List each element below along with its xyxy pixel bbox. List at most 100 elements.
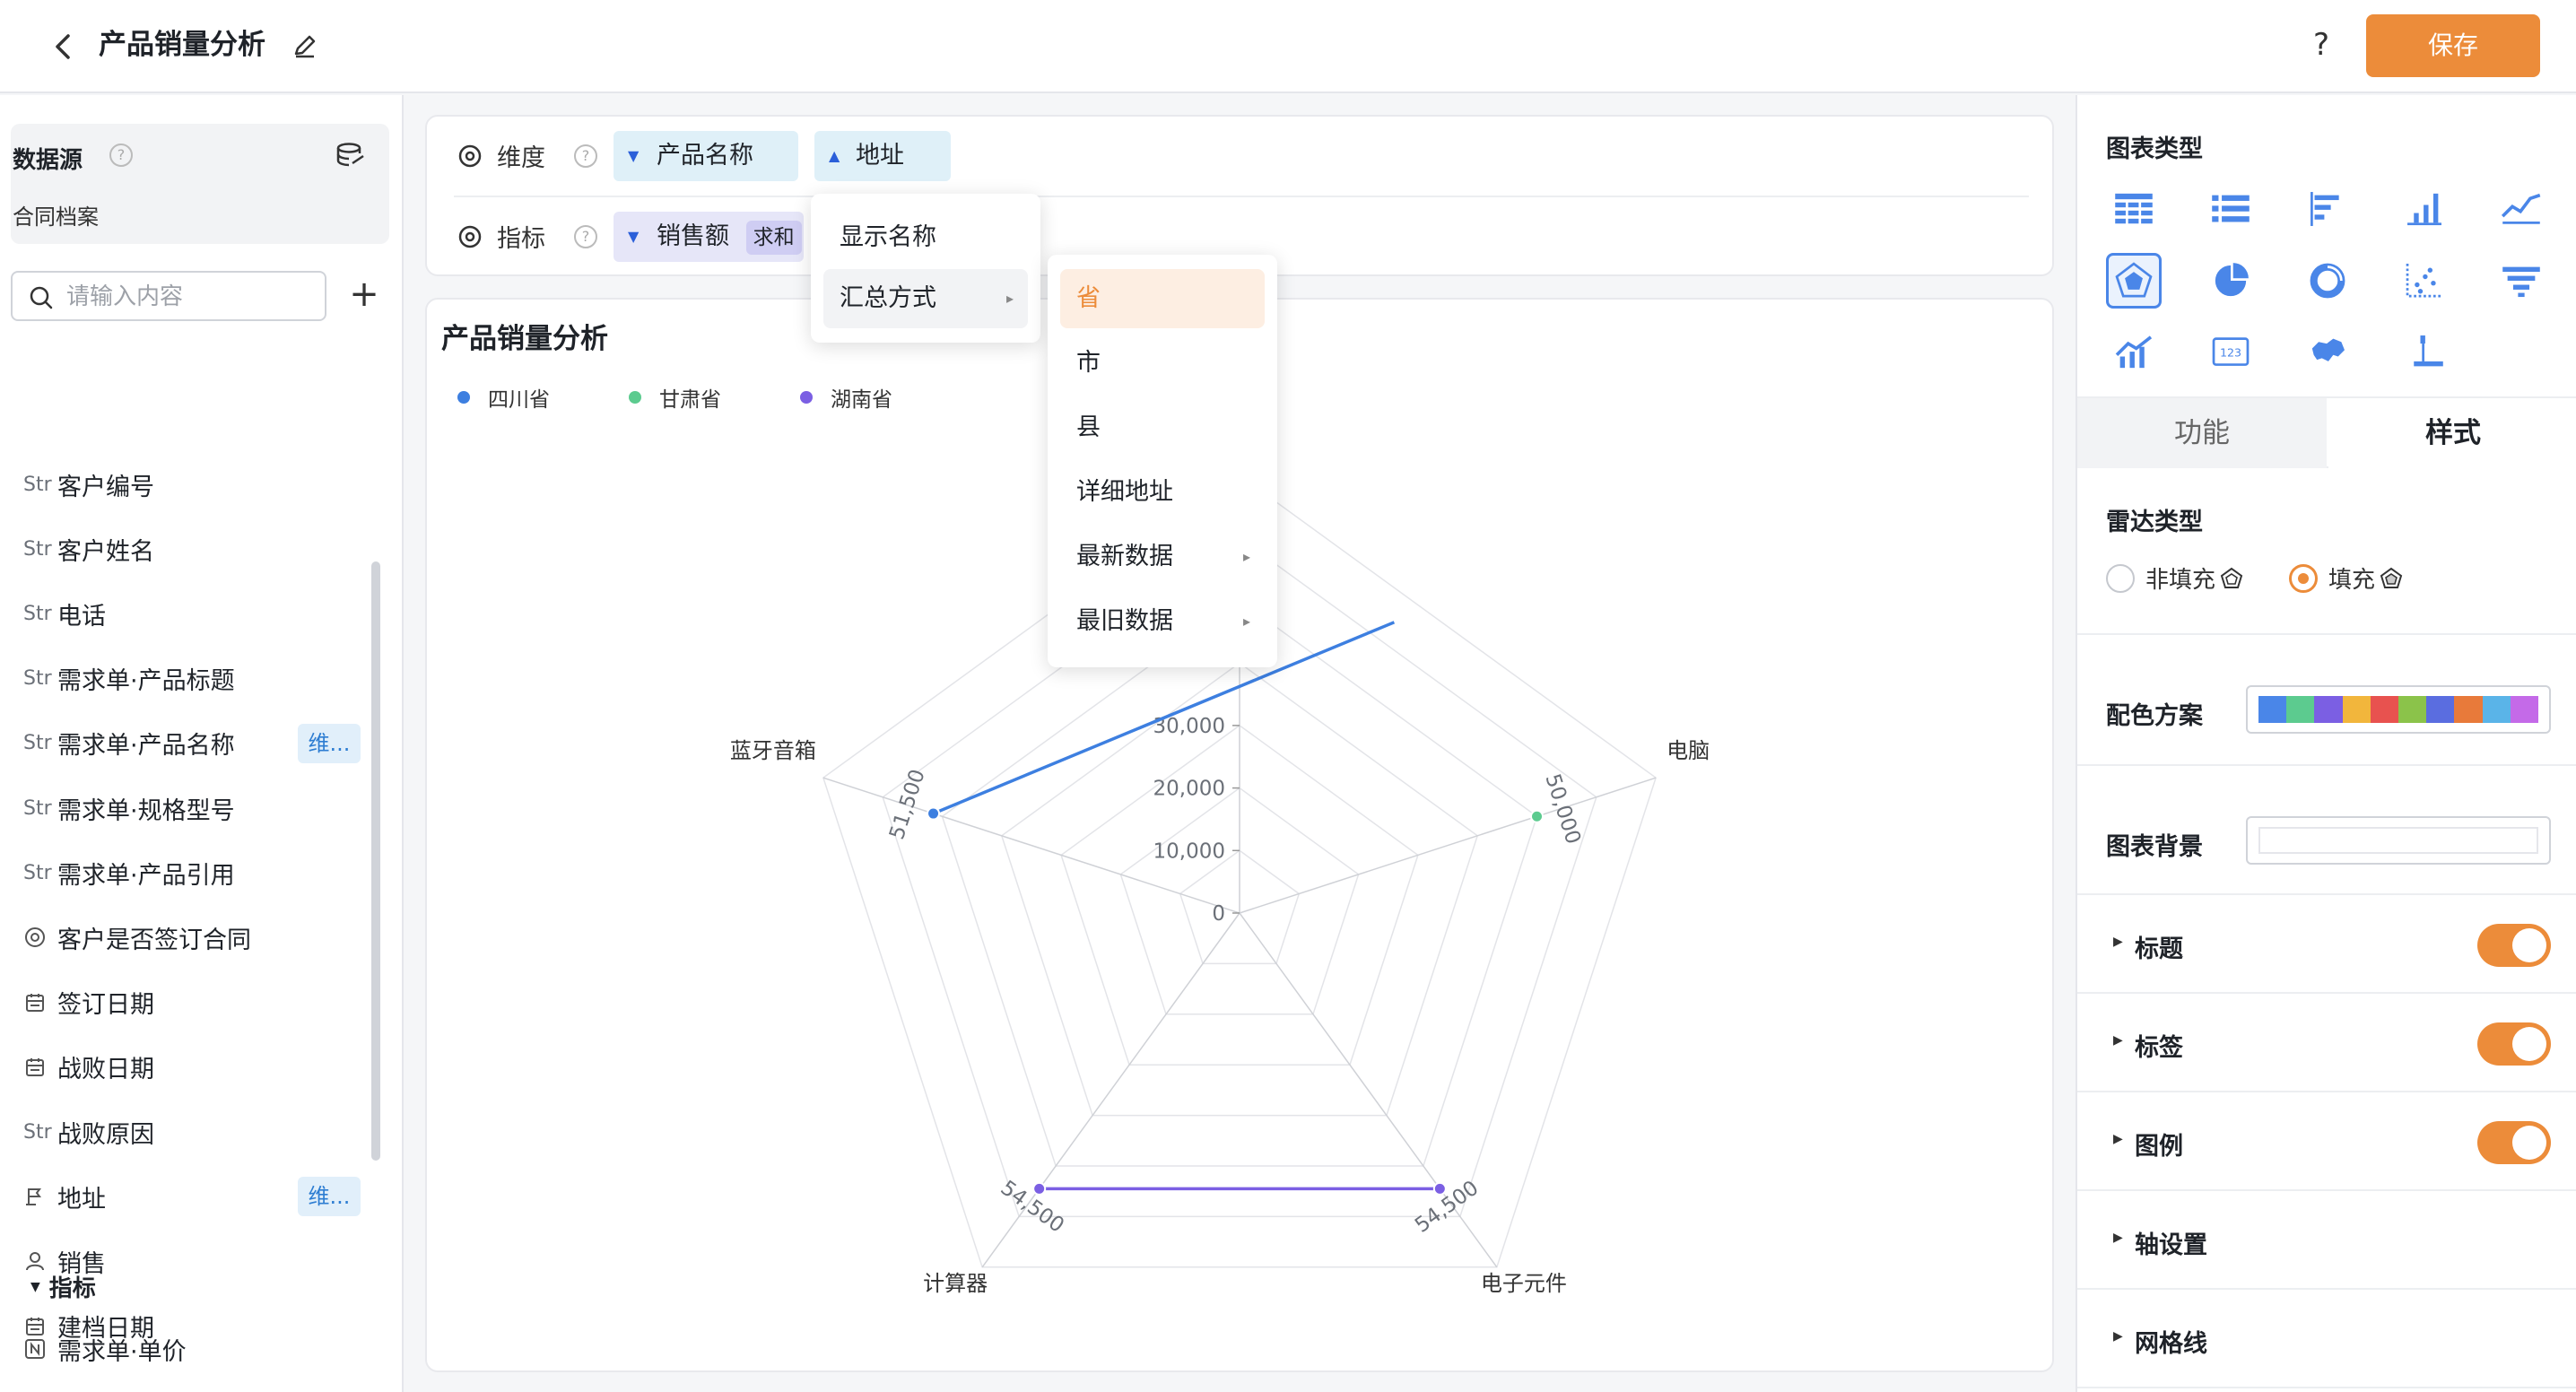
database-switch-icon[interactable] bbox=[335, 142, 366, 169]
aggregation-option[interactable]: 省 bbox=[1060, 269, 1265, 328]
aggregation-option[interactable]: 最旧数据▸ bbox=[1060, 592, 1265, 651]
calendar-icon bbox=[26, 993, 44, 1012]
tab-function[interactable]: 功能 bbox=[2077, 398, 2327, 468]
edit-pencil-icon[interactable] bbox=[289, 30, 321, 62]
legend-label: 湖南省 bbox=[831, 388, 892, 412]
field-item[interactable]: 需求单·单价 bbox=[23, 1327, 364, 1370]
dimension-label: 维度 bbox=[497, 144, 545, 172]
radar-icon bbox=[2220, 567, 2243, 588]
aggregation-option[interactable]: 最新数据▸ bbox=[1060, 527, 1265, 587]
style-section-row[interactable]: ▶图例 bbox=[2077, 1092, 2576, 1191]
background-color-picker[interactable] bbox=[2246, 816, 2551, 865]
number-card-icon[interactable]: 123 bbox=[2203, 325, 2258, 380]
radar-chart-icon[interactable] bbox=[2106, 253, 2162, 309]
palette-swatch bbox=[2258, 696, 2287, 723]
bar-horizontal-icon-glyph bbox=[2311, 192, 2339, 226]
field-item[interactable]: 签订日期 bbox=[23, 981, 364, 1024]
style-section-row[interactable]: ▶轴设置 bbox=[2077, 1191, 2576, 1290]
line-chart-icon[interactable] bbox=[2493, 181, 2549, 237]
dimension-chip-address[interactable]: ▲ 地址 bbox=[814, 131, 951, 181]
field-search-box[interactable] bbox=[11, 271, 326, 321]
palette-picker[interactable] bbox=[2246, 685, 2551, 734]
back-arrow-icon[interactable] bbox=[45, 27, 81, 66]
combo-chart-icon[interactable] bbox=[2106, 325, 2162, 380]
field-item[interactable]: 建档日期 bbox=[23, 1305, 364, 1348]
menu-item-aggregation[interactable]: 汇总方式 ▸ bbox=[823, 269, 1028, 328]
toggle-switch[interactable] bbox=[2477, 924, 2551, 967]
field-label: 需求单·产品引用 bbox=[57, 861, 235, 890]
page-title: 产品销量分析 bbox=[99, 29, 265, 61]
style-section-label: 网格线 bbox=[2135, 1330, 2207, 1358]
field-type-icon bbox=[23, 1183, 57, 1210]
aggregation-option[interactable]: 市 bbox=[1060, 334, 1265, 393]
metric-chip-sales[interactable]: ▼ 销售额 求和 bbox=[614, 212, 804, 262]
axis-tick-label: 0 bbox=[1212, 902, 1225, 926]
dimension-chip-product-name[interactable]: ▼ 产品名称 bbox=[614, 131, 798, 181]
data-label: 50,000 bbox=[1540, 771, 1585, 848]
field-item[interactable]: 战败日期 bbox=[23, 1046, 364, 1089]
aggregation-option[interactable]: 县 bbox=[1060, 398, 1265, 457]
table-icon[interactable] bbox=[2106, 181, 2162, 237]
legend-item[interactable]: 湖南省 bbox=[800, 382, 892, 413]
map-chart-icon[interactable] bbox=[2300, 325, 2355, 380]
axis-tick-label: 20,000 bbox=[1153, 778, 1225, 801]
menu-item-label: 省 bbox=[1076, 284, 1101, 312]
list-icon-glyph bbox=[2212, 195, 2250, 222]
metric-section-header[interactable]: ▼ 指标 bbox=[30, 1270, 96, 1303]
funnel-chart-icon[interactable] bbox=[2493, 253, 2549, 309]
calendar-icon bbox=[26, 1317, 44, 1335]
radio-unfilled[interactable] bbox=[2106, 563, 2135, 593]
style-section-label: 轴设置 bbox=[2135, 1231, 2207, 1259]
pie-chart-icon[interactable] bbox=[2203, 253, 2258, 309]
donut-chart-icon[interactable] bbox=[2300, 253, 2355, 309]
help-circle-icon[interactable]: ? bbox=[574, 144, 597, 168]
series-line bbox=[932, 621, 1396, 815]
radio-filled[interactable] bbox=[2289, 563, 2319, 593]
tree-chart-icon[interactable] bbox=[2397, 325, 2452, 380]
legend-marker bbox=[800, 391, 813, 404]
field-type-icon bbox=[23, 1054, 57, 1081]
style-section-row[interactable]: ▶标题 bbox=[2077, 895, 2576, 994]
field-item[interactable]: 销售 bbox=[23, 1240, 364, 1283]
sidebar-scrollbar[interactable] bbox=[371, 561, 380, 1161]
radar-type-title: 雷达类型 bbox=[2106, 509, 2203, 536]
menu-item-display-name[interactable]: 显示名称 bbox=[840, 223, 936, 251]
legend-item[interactable]: 四川省 bbox=[457, 382, 550, 413]
field-type-label: Str bbox=[23, 1120, 52, 1144]
bar-vertical-icon[interactable] bbox=[2397, 181, 2452, 237]
list-icon[interactable] bbox=[2203, 181, 2258, 237]
tab-style[interactable]: 样式 bbox=[2328, 398, 2576, 468]
chart-type-title: 图表类型 bbox=[2106, 135, 2203, 163]
field-search-input[interactable] bbox=[66, 282, 318, 312]
map-chart-icon-glyph bbox=[2311, 338, 2345, 361]
bar-horizontal-icon[interactable] bbox=[2300, 181, 2355, 237]
field-item[interactable]: 地址维... bbox=[23, 1175, 364, 1218]
field-item[interactable]: 客户是否签订合同 bbox=[23, 916, 364, 959]
radar-axis-line bbox=[1239, 912, 1498, 1268]
legend-item[interactable]: 甘肃省 bbox=[629, 382, 721, 413]
toggle-switch[interactable] bbox=[2477, 1022, 2551, 1066]
series-point bbox=[1032, 1181, 1047, 1196]
style-section-row[interactable]: ▶标签 bbox=[2077, 994, 2576, 1092]
series-point bbox=[1432, 1181, 1447, 1196]
user-icon bbox=[26, 1252, 44, 1271]
help-circle-icon[interactable]: ? bbox=[109, 144, 133, 167]
style-section-row[interactable]: ▶网格线 bbox=[2077, 1290, 2576, 1388]
scatter-chart-icon[interactable] bbox=[2397, 253, 2452, 309]
add-field-icon[interactable]: + bbox=[349, 274, 379, 315]
save-button[interactable]: 保存 bbox=[2366, 14, 2540, 77]
aggregation-option[interactable]: 详细地址 bbox=[1060, 463, 1265, 522]
help-circle-icon[interactable]: ? bbox=[574, 224, 597, 248]
toggle-switch[interactable] bbox=[2477, 1121, 2551, 1164]
field-label: 需求单·产品标题 bbox=[57, 667, 235, 696]
help-icon[interactable]: ? bbox=[2312, 27, 2330, 63]
style-section-label: 标题 bbox=[2135, 935, 2183, 963]
